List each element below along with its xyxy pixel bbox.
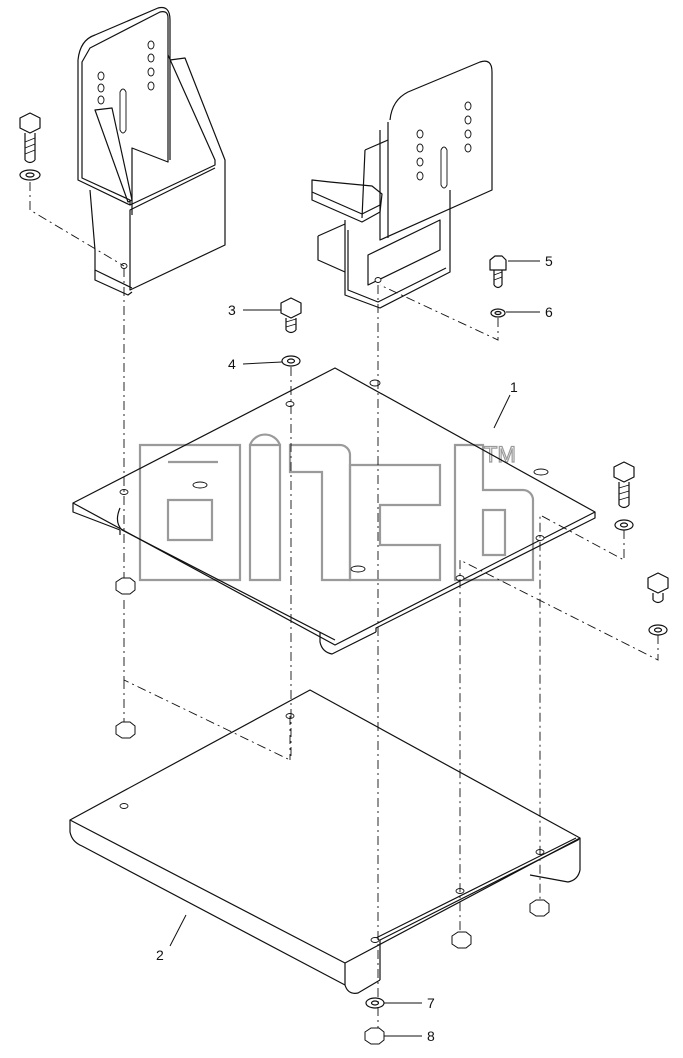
nuts	[115, 577, 550, 1045]
bolt-left	[19, 112, 41, 181]
trademark-symbol: TM	[484, 442, 516, 467]
lower-plate	[69, 689, 581, 994]
bolt-right-lower	[647, 572, 669, 636]
left-seat-bracket	[77, 6, 226, 296]
callout-6: 6	[545, 304, 553, 320]
callout-8: 8	[427, 1028, 435, 1044]
assembly-lines	[29, 182, 659, 1028]
callout-5: 5	[545, 253, 553, 269]
right-seat-bracket	[311, 60, 493, 309]
callout-4: 4	[228, 356, 236, 372]
washer-6	[490, 308, 506, 318]
washer-7	[365, 997, 385, 1009]
washer-4	[281, 355, 301, 367]
upper-plate	[72, 367, 596, 655]
callout-3: 3	[228, 302, 236, 318]
watermark-logo: TM	[138, 433, 535, 582]
callout-1: 1	[510, 379, 518, 395]
callout-7: 7	[427, 995, 435, 1011]
bolt-right-upper	[613, 461, 635, 531]
callout-2: 2	[156, 947, 164, 963]
callouts: 1 2 3 4 5 6 7 8	[156, 253, 553, 1044]
screw-5	[489, 255, 507, 289]
bolt-3	[280, 297, 302, 334]
